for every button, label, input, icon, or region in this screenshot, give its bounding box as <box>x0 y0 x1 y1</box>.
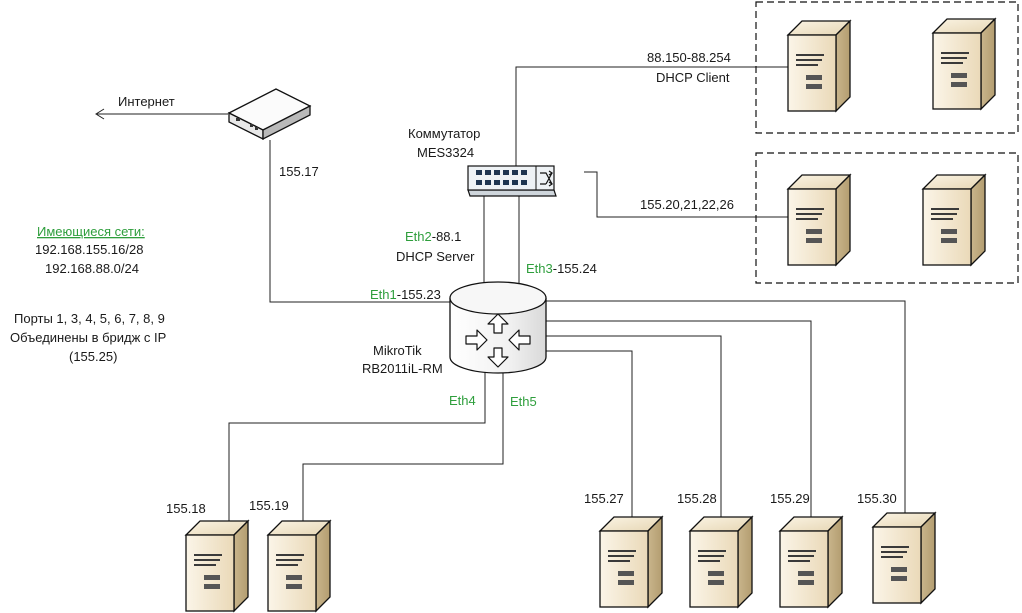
line-router-server-30 <box>546 300 906 513</box>
router-icon <box>449 281 547 374</box>
eth2-port-name: Eth2 <box>405 229 432 244</box>
server-27-ip: 155.27 <box>584 491 624 506</box>
server-28-ip: 155.28 <box>677 491 717 506</box>
eth3-label: Eth3-155.24 <box>526 261 597 276</box>
server-29-ip: 155.29 <box>770 491 810 506</box>
server-29-icon <box>779 516 843 608</box>
server-28-icon <box>689 516 753 608</box>
server-icon <box>922 174 986 266</box>
line-eth4-server-18 <box>228 372 486 521</box>
bridge-note-line-2: Объединены в бридж с IP <box>10 330 166 345</box>
switch-name-label: Коммутатор <box>408 126 480 141</box>
line-switch-dhcp-group <box>515 66 790 168</box>
eth3-port-name: Eth3 <box>526 261 553 276</box>
server-icon <box>787 20 851 112</box>
dhcp-client-label: DHCP Client <box>656 70 730 85</box>
eth5-label: Eth5 <box>510 394 537 409</box>
line-router-server-28 <box>546 335 722 517</box>
server-18-icon <box>185 520 249 612</box>
switch-model-label: MES3324 <box>417 145 474 160</box>
modem-icon <box>227 88 312 141</box>
server-19-icon <box>267 520 331 612</box>
switch-icon <box>467 165 557 197</box>
server-27-icon <box>599 516 663 608</box>
eth2-ip: -88.1 <box>432 229 462 244</box>
server-icon <box>787 174 851 266</box>
eth3-ip: -155.24 <box>553 261 597 276</box>
eth1-ip: -155.23 <box>397 287 441 302</box>
server-18-ip: 155.18 <box>166 501 206 516</box>
dhcp-client-group-box <box>755 1 1019 134</box>
router-brand-label: MikroTik <box>373 343 422 358</box>
internet-label: Интернет <box>118 94 175 109</box>
static-ips-label: 155.20,21,22,26 <box>640 197 734 212</box>
bridge-note-line-1: Порты 1, 3, 4, 5, 6, 7, 8, 9 <box>14 311 165 326</box>
eth1-port-name: Eth1 <box>370 287 397 302</box>
modem-ip-label: 155.17 <box>279 164 319 179</box>
dhcp-range-label: 88.150-88.254 <box>647 50 731 65</box>
bridge-note-line-3: (155.25) <box>69 349 117 364</box>
internet-arrow-icon <box>95 108 228 120</box>
line-modem-eth1 <box>269 140 450 303</box>
eth4-label: Eth4 <box>449 393 476 408</box>
line-router-server-27 <box>546 350 633 517</box>
server-30-icon <box>872 512 936 604</box>
line-eth5-server-19 <box>302 372 504 521</box>
network-2: 192.168.88.0/24 <box>45 261 139 276</box>
networks-title: Имеющиеся сети: <box>37 224 145 239</box>
server-19-ip: 155.19 <box>249 498 289 513</box>
eth2-label: Eth2-88.1 <box>405 229 461 244</box>
router-model-label: RB2011iL-RM <box>362 361 443 376</box>
line-router-server-29 <box>546 320 812 517</box>
line-switch-static-group <box>584 171 790 218</box>
network-1: 192.168.155.16/28 <box>35 242 143 257</box>
connection-lines <box>228 66 906 521</box>
server-30-ip: 155.30 <box>857 491 897 506</box>
static-ip-group-box <box>755 152 1019 284</box>
server-icon <box>932 18 996 110</box>
eth2-role-label: DHCP Server <box>396 249 475 264</box>
eth1-label: Eth1-155.23 <box>370 287 441 302</box>
